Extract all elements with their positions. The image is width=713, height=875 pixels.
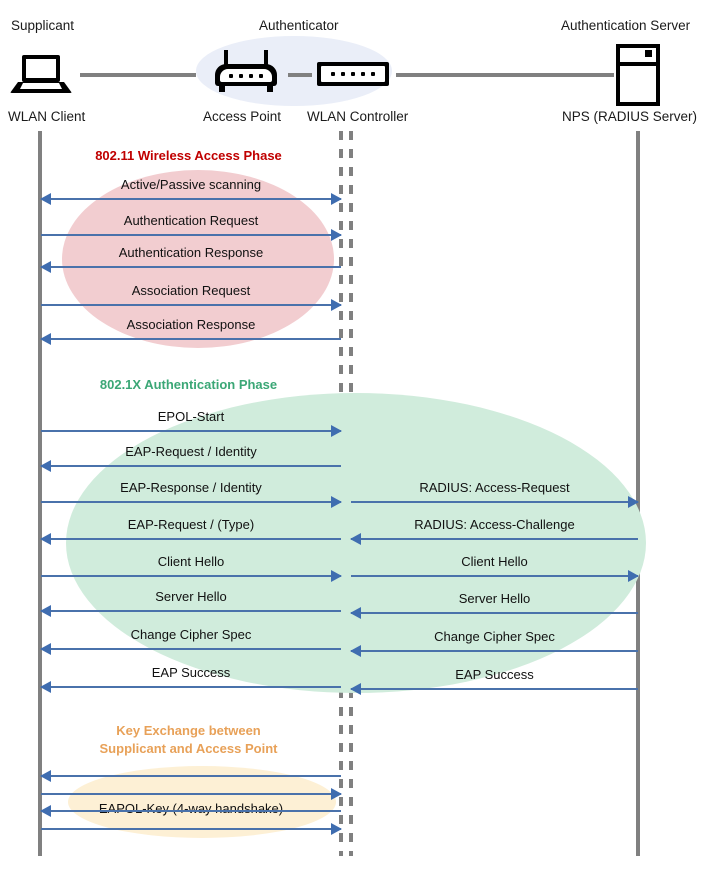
phase-ellipse-key [68, 766, 336, 838]
role-title-authenticator: Authenticator [259, 18, 339, 33]
node-label-nps: NPS (RADIUS Server) [562, 109, 698, 124]
phase-label-8021x: 802.1X Authentication Phase [99, 377, 278, 392]
message-label: Active/Passive scanning [120, 177, 262, 192]
message-label: EAP-Response / Identity [120, 480, 262, 495]
access-point-icon [215, 50, 277, 94]
laptop-icon [10, 55, 72, 95]
message-label: Authentication Response [118, 245, 264, 260]
message-label: Client Hello [157, 554, 225, 569]
lifeline-auth-server [636, 131, 640, 856]
phase-label-key: Key Exchange between Supplicant and Acce… [99, 723, 278, 756]
node-label-access-point: Access Point [203, 109, 282, 124]
message-label: EAP Success [455, 667, 534, 682]
server-icon [616, 44, 660, 106]
message-label: EAP-Request / Identity [125, 444, 257, 459]
message-label: EAP Success [151, 665, 231, 680]
message-label: EAP-Request / (Type) [127, 517, 255, 532]
phase-label-wireless: 802.11 Wireless Access Phase [95, 148, 282, 163]
role-title-supplicant: Supplicant [11, 18, 75, 33]
wire-client-ap [80, 73, 196, 77]
message-label: Change Cipher Spec [130, 627, 252, 642]
message-label: RADIUS: Access-Request [419, 480, 570, 495]
wire-controller-server [396, 73, 614, 77]
node-label-wlan-client: WLAN Client [8, 109, 86, 124]
message-label: Authentication Request [123, 213, 259, 228]
role-title-auth-server: Authentication Server [561, 18, 691, 33]
wire-ap-controller [288, 73, 312, 77]
node-label-wlan-controller: WLAN Controller [307, 109, 409, 124]
message-label: EAPOL-Key (4-way handshake) [98, 801, 284, 816]
lifeline-supplicant [38, 131, 42, 856]
message-label: Server Hello [155, 589, 227, 604]
message-label: RADIUS: Access-Challenge [414, 517, 575, 532]
message-label: Association Request [131, 283, 251, 298]
message-label: Association Response [126, 317, 256, 332]
message-label: Client Hello [461, 554, 528, 569]
wlan-controller-icon [317, 62, 389, 86]
message-label: Change Cipher Spec [434, 629, 555, 644]
message-label: EPOL-Start [157, 409, 225, 424]
message-label: Server Hello [458, 591, 531, 606]
